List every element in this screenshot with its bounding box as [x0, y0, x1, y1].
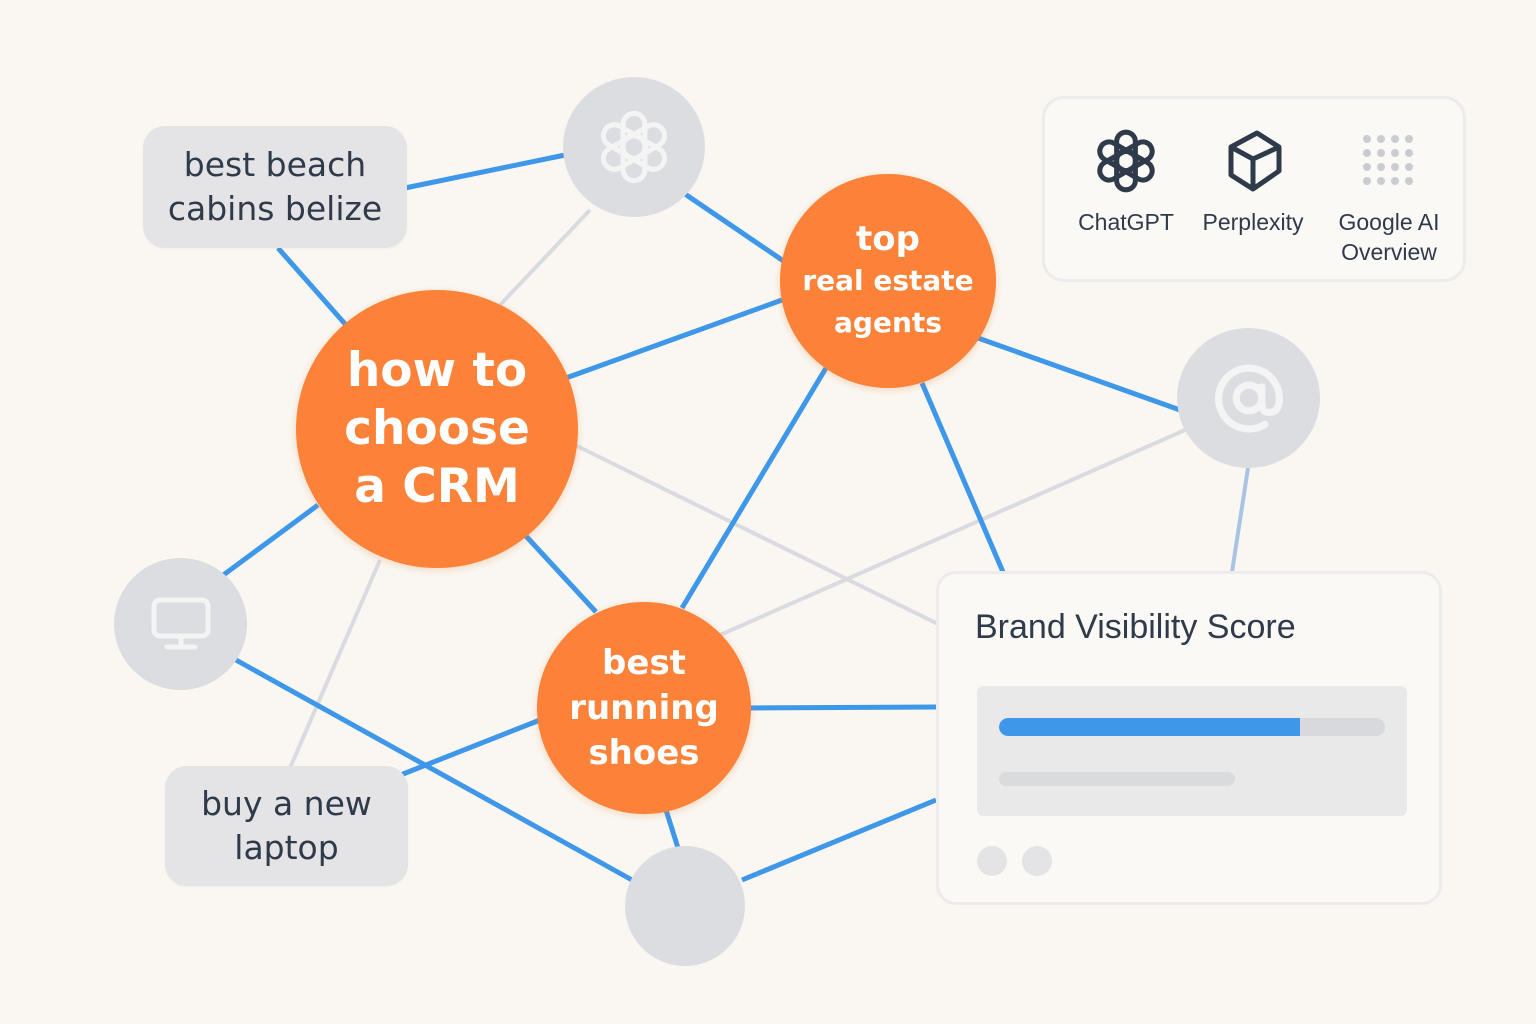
link-shoes-laptop	[397, 717, 541, 779]
score-placeholder-line	[999, 772, 1235, 786]
link-realestate-shoes	[679, 366, 829, 610]
link-crm-monitor	[220, 502, 320, 579]
bubble-how-to-choose-crm: how to choose a CRM	[296, 290, 578, 568]
link-shoes-scorecard	[747, 704, 937, 711]
keyword-line: cabins belize	[167, 189, 383, 228]
bubble-line: running	[569, 687, 719, 728]
bubble-line: agents	[834, 306, 942, 339]
score-progress-track	[999, 718, 1385, 736]
score-progress-fill	[999, 718, 1301, 736]
google-ai-overview-icon	[1363, 135, 1413, 185]
link-realestate-scorecard	[919, 382, 1006, 573]
bubble-best-running-shoes: best running shoes	[537, 602, 751, 814]
bubble-line: shoes	[588, 732, 700, 773]
bubble-line: best	[602, 642, 686, 683]
link-beach-openai	[404, 152, 566, 191]
link-shoes-bottomnode	[663, 809, 681, 849]
card-dot	[977, 846, 1007, 876]
link-beach-crm	[276, 246, 348, 327]
at-sign-icon	[1214, 364, 1283, 433]
monitor-node	[114, 558, 247, 690]
link-openai-realestate	[680, 189, 787, 265]
link-crm-scorecard	[574, 443, 941, 627]
link-monitor-bottomnode	[234, 657, 634, 883]
link-at-scorecard	[1230, 467, 1250, 573]
legend-label-google-ai-overview: Google AI Overview	[1338, 209, 1440, 265]
keyword-line: laptop	[234, 828, 339, 867]
card-dot	[1022, 846, 1052, 876]
link-realestate-at	[977, 335, 1181, 413]
legend-item-google-ai-overview: Google AI Overview	[1319, 125, 1459, 267]
monitor-icon	[151, 597, 210, 650]
link-bottomnode-scorecard	[741, 797, 937, 883]
openai-node	[563, 77, 705, 217]
blank-node	[625, 846, 745, 966]
score-card-title: Brand Visibility Score	[975, 608, 1296, 646]
legend-item-perplexity: Perplexity	[1183, 125, 1323, 237]
brand-visibility-score-card: Brand Visibility Score	[936, 571, 1442, 905]
keyword-buy-new-laptop: buy a new laptop	[165, 766, 408, 886]
bubble-line: a CRM	[354, 459, 520, 514]
bubble-line: how to	[346, 343, 528, 398]
openai-icon	[600, 110, 668, 184]
score-panel	[977, 686, 1407, 816]
bubble-top-real-estate-agents: top real estate agents	[780, 174, 996, 388]
perplexity-icon	[1228, 130, 1282, 192]
keyword-line: best beach	[183, 145, 367, 184]
at-sign-node	[1177, 328, 1320, 468]
link-at-shoes	[719, 428, 1186, 637]
link-crm-shoes	[523, 533, 598, 614]
ai-platforms-legend: ChatGPT Perplexity Google A	[1042, 96, 1466, 282]
legend-label-perplexity: Perplexity	[1202, 209, 1304, 235]
keyword-line: buy a new	[201, 784, 372, 823]
link-crm-laptop	[288, 559, 382, 769]
bubble-line: top	[856, 219, 920, 259]
link-openai-crm	[498, 208, 592, 307]
bubble-line: real estate	[802, 264, 974, 297]
chatgpt-icon	[1097, 129, 1155, 193]
legend-label-chatgpt: ChatGPT	[1078, 209, 1174, 235]
legend-item-chatgpt: ChatGPT	[1056, 125, 1196, 237]
bubble-line: choose	[344, 401, 530, 456]
link-crm-realestate	[565, 297, 783, 381]
keyword-best-beach-cabins: best beach cabins belize	[143, 126, 407, 248]
